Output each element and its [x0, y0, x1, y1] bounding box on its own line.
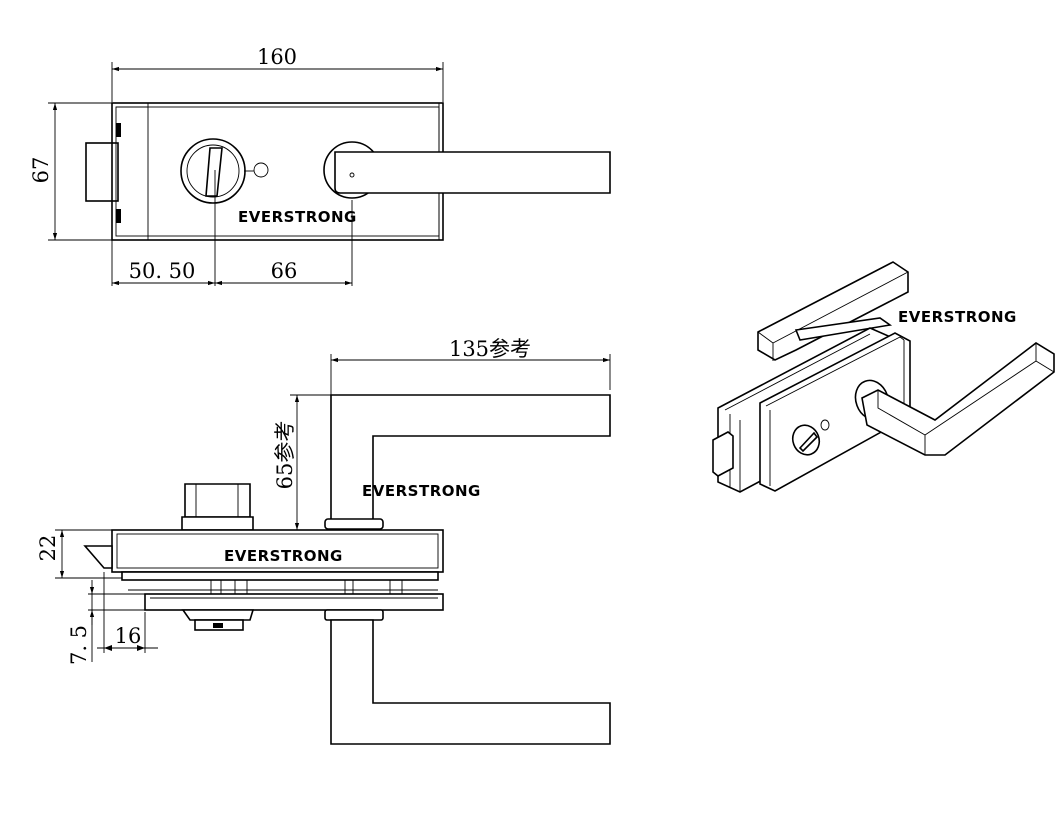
latch-bolt-side — [83, 545, 113, 569]
isometric-view: EVERSTRONG — [712, 261, 1055, 493]
dimension-glass-gap-label: 7. 5 — [67, 625, 91, 665]
dimension-latch-offset: 16 — [97, 572, 158, 653]
handle-upper-side — [330, 394, 611, 521]
latch-bolt — [85, 142, 119, 202]
lock-body-side: EVERSTRONG — [83, 529, 444, 581]
brand-label-iso: EVERSTRONG — [898, 308, 1017, 326]
handle-lever-front — [334, 151, 611, 194]
dimension-body-thickness: 22 — [36, 529, 122, 579]
dimension-handle-length: 135参考 — [330, 337, 611, 395]
dimension-offsets: 50. 50 66 — [111, 170, 353, 286]
brand-label-front: EVERSTRONG — [238, 208, 357, 226]
side-view: 135参考 65参考 EVERSTRONG EVERSTRONG — [36, 337, 611, 745]
thumb-turn — [180, 138, 269, 204]
dimension-height-label: 67 — [29, 157, 53, 184]
dimension-handle-height: 65参考 — [273, 394, 331, 530]
brand-label-side: EVERSTRONG — [224, 547, 343, 565]
dimension-body-thickness-label: 22 — [36, 535, 60, 562]
dimension-handle-length-label: 135参考 — [449, 337, 531, 361]
brand-label-handle: EVERSTRONG — [362, 482, 481, 500]
dimension-width-label: 160 — [257, 45, 297, 69]
dimension-handle-height-label: 65参考 — [273, 421, 297, 490]
dimension-left-offset-label: 50. 50 — [129, 259, 196, 283]
dimension-width: 160 — [111, 45, 444, 102]
dimension-glass-gap: 7. 5 — [67, 580, 145, 665]
dimension-height: 67 — [29, 102, 112, 241]
dimension-latch-offset-label: 16 — [115, 624, 142, 648]
lock-body-front: EVERSTRONG — [85, 102, 444, 241]
front-view: 160 67 — [29, 45, 611, 286]
handle-lower-side — [330, 619, 611, 745]
back-plate — [144, 593, 444, 611]
dimension-center-distance-label: 66 — [271, 259, 298, 283]
handle-lever-iso — [861, 342, 1055, 456]
